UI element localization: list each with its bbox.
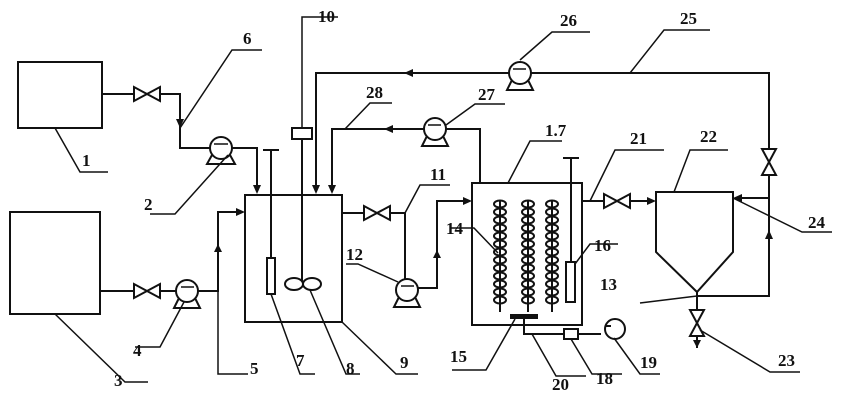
pump-2[interactable]: [205, 136, 237, 165]
carrier-bead: [493, 295, 507, 305]
pipe-11b: [388, 212, 406, 288]
label-21: 21: [630, 129, 647, 148]
leader-lines: [54, 16, 832, 383]
arrow: [733, 194, 742, 202]
label-13: 13: [600, 275, 617, 294]
label-1: 1: [82, 151, 91, 170]
reactor-9: [244, 194, 343, 323]
label-28: 28: [366, 83, 383, 102]
label-26: 26: [560, 11, 577, 30]
flowmeter-18: [563, 328, 579, 340]
label-9: 9: [400, 353, 409, 372]
pump-12[interactable]: [392, 278, 422, 308]
arrow: [253, 185, 261, 194]
arrow: [404, 69, 413, 77]
air-pump-19: [604, 318, 626, 340]
label-6: 6: [243, 29, 252, 48]
probe-7-sensor: [266, 257, 276, 295]
label-8: 8: [346, 359, 355, 378]
label-4: 4: [133, 341, 142, 360]
arrow: [328, 185, 336, 194]
label-3: 3: [114, 371, 123, 390]
settling-tank-22: [655, 191, 734, 294]
label-25: 25: [680, 9, 697, 28]
pipe-tank1-out: [102, 93, 211, 149]
valve-tank1[interactable]: [133, 85, 161, 103]
pipe-pump2-to-reactor: [232, 147, 258, 188]
label-22: 22: [700, 127, 717, 146]
probe-16-sensor: [565, 261, 576, 303]
pipe-28-tail: [331, 128, 424, 188]
label-7: 7: [296, 351, 305, 370]
label-14: 14: [446, 219, 464, 238]
arrow: [463, 197, 472, 205]
label-2: 2: [144, 195, 153, 214]
aerator-15: [510, 314, 538, 319]
air-pipe-20: [523, 319, 564, 335]
valve-tank3[interactable]: [133, 282, 161, 300]
label-20: 20: [552, 375, 569, 394]
label-27: 27: [478, 85, 496, 104]
pipe-28: [446, 128, 481, 183]
arrow: [214, 244, 222, 252]
pump-27[interactable]: [420, 117, 450, 147]
pipe-25-tail: [315, 72, 509, 188]
label-23: 23: [778, 351, 795, 370]
label-11: 11: [430, 165, 446, 184]
tank-1: [17, 61, 103, 129]
valve-11[interactable]: [363, 204, 391, 222]
arrow: [647, 197, 656, 205]
pump-4[interactable]: [172, 279, 202, 309]
arrow: [693, 340, 701, 348]
arrow: [384, 125, 393, 133]
carrier-bead: [545, 295, 559, 305]
label-24: 24: [808, 213, 826, 232]
arrow: [236, 208, 245, 216]
tank-3: [9, 211, 101, 315]
pipe-pump12-out: [418, 200, 466, 289]
carrier-bead: [521, 295, 535, 305]
pipe-25: [531, 72, 770, 162]
label-10: 10: [318, 7, 335, 26]
label-12: 12: [346, 245, 363, 264]
label-18: 18: [596, 369, 613, 388]
pump-26[interactable]: [505, 61, 535, 91]
valve-21[interactable]: [603, 192, 631, 210]
stirrer-blade-right: [302, 277, 322, 291]
label-5: 5: [250, 359, 259, 378]
valve-25[interactable]: [760, 148, 778, 176]
label-17: 1.7: [545, 121, 567, 140]
arrow: [765, 230, 773, 239]
label-15: 15: [450, 347, 467, 366]
label-16: 16: [594, 236, 611, 255]
arrow: [312, 185, 320, 194]
label-19: 19: [640, 353, 657, 372]
motor-10: [291, 127, 313, 140]
valve-23[interactable]: [688, 309, 706, 337]
arrow: [176, 119, 184, 128]
arrow: [433, 250, 441, 258]
biofilm-carriers: [493, 199, 559, 312]
